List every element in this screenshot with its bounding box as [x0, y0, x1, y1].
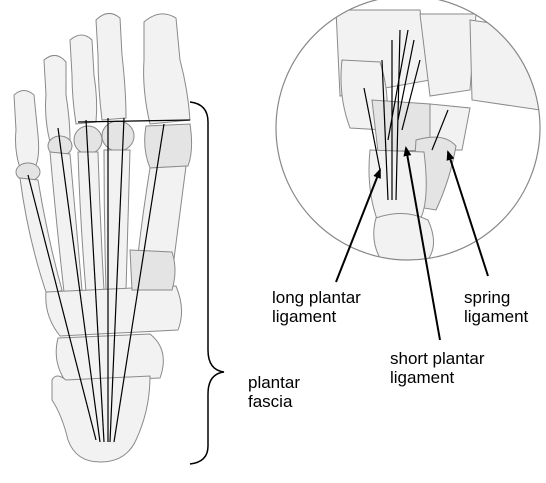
toe-2-joint — [102, 121, 134, 151]
label-long-plantar-ligament: long plantar ligament — [272, 288, 361, 326]
label-spring-line2: ligament — [464, 307, 528, 326]
hallux-joint — [145, 124, 192, 168]
foot-skeleton — [14, 13, 192, 462]
label-short-plantar-line1: short plantar — [390, 349, 485, 368]
metatarsal-3 — [78, 152, 104, 292]
label-plantar-fascia-line1: plantar — [248, 373, 300, 392]
toe-3-phalanges — [70, 35, 97, 124]
label-spring-ligament: spring ligament — [464, 288, 528, 326]
toe-5-phalanges — [14, 91, 39, 169]
arrow-long-plantar-ligament — [336, 170, 380, 282]
label-plantar-fascia: plantar fascia — [248, 373, 300, 411]
label-short-plantar-ligament: short plantar ligament — [390, 349, 485, 387]
plantar-fascia-brace — [190, 102, 224, 464]
cuneiforms-cuboid — [46, 286, 182, 336]
navicular — [130, 250, 175, 290]
arrow-spring-ligament — [448, 152, 488, 276]
toe-4-phalanges — [44, 55, 70, 142]
talus — [56, 334, 163, 382]
toe-2-phalanges — [96, 13, 126, 120]
label-long-plantar-line1: long plantar — [272, 288, 361, 307]
toe-1-phalanges — [144, 14, 190, 124]
label-short-plantar-line2: ligament — [390, 368, 485, 387]
magnified-inset — [276, 0, 540, 265]
label-plantar-fascia-line2: fascia — [248, 392, 300, 411]
label-spring-line1: spring — [464, 288, 528, 307]
label-long-plantar-line2: ligament — [272, 307, 361, 326]
